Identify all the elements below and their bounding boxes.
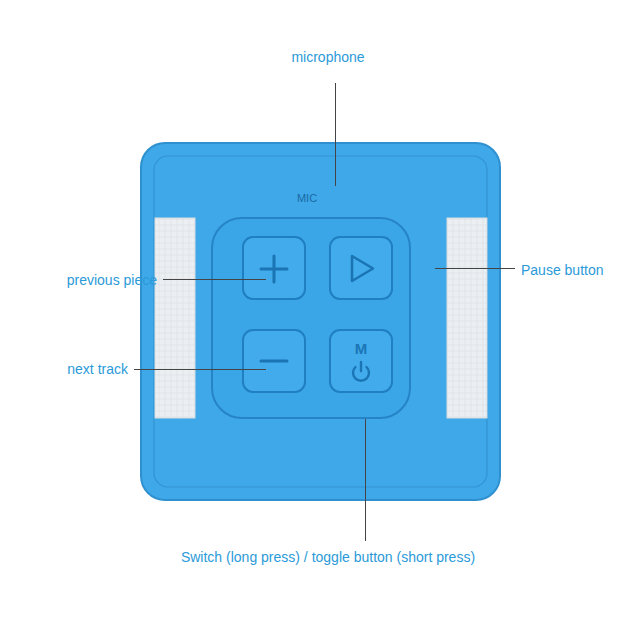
label-text: M <box>355 340 368 358</box>
callout-label: Switch (long press) / toggle button (sho… <box>181 549 475 566</box>
leader-lines <box>134 83 515 541</box>
velcro-strip <box>155 218 195 418</box>
leader-line <box>335 83 336 186</box>
callout-label: Pause button <box>521 262 604 279</box>
button-glyph: M <box>355 340 368 358</box>
play-button <box>330 237 392 299</box>
label-text: Switch (long press) / toggle button (sho… <box>181 549 475 566</box>
minus-button <box>243 330 305 392</box>
minus-symbol <box>261 360 287 363</box>
embossed-text: MIC <box>297 192 317 205</box>
label-text: Pause button <box>521 262 604 279</box>
label-text: MIC <box>297 192 317 205</box>
label-text: microphone <box>291 49 364 66</box>
plus-button <box>243 237 305 299</box>
body-rim <box>154 156 487 487</box>
leader-line <box>435 268 515 269</box>
callout-label: previous piece <box>67 272 157 289</box>
speaker-body <box>141 143 500 500</box>
play-symbol <box>352 256 373 281</box>
callout-label: next track <box>67 361 128 378</box>
callout-label: microphone <box>291 49 364 66</box>
leader-line <box>365 419 366 541</box>
leader-line <box>163 279 266 280</box>
plus-symbol <box>261 256 287 282</box>
label-text: previous piece <box>67 272 157 289</box>
velcro-strip <box>447 218 487 418</box>
label-text: next track <box>67 361 128 378</box>
mode-button <box>330 330 392 392</box>
button-panel <box>212 218 410 418</box>
leader-line <box>134 369 266 370</box>
power-symbol <box>353 362 369 381</box>
